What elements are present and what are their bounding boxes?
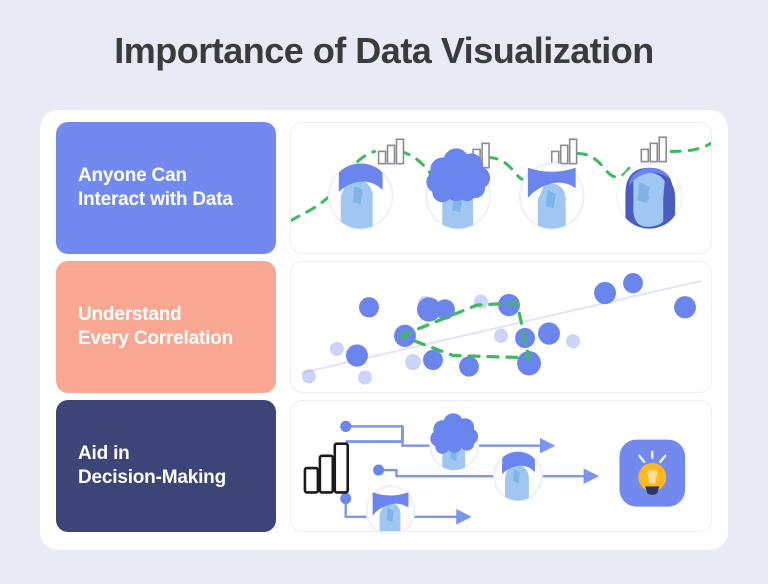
lightbulb-icon	[638, 450, 667, 495]
front-face-avatar	[616, 162, 683, 230]
bar-chart-icon	[377, 138, 405, 165]
scatter-plot-svg	[300, 272, 702, 385]
illustration-scatter-plot	[290, 261, 712, 393]
flow-origin-dot	[340, 420, 352, 432]
scatter-point	[594, 281, 616, 305]
people-network-svg	[291, 136, 711, 230]
flow-lines	[344, 425, 600, 525]
scatter-point	[329, 341, 344, 357]
scatter-points-group	[301, 272, 696, 385]
bar-chart-icon	[550, 138, 578, 165]
label-card-text: Anyone Can Interact with Data	[78, 164, 233, 210]
row-understand-correlation: Understand Every Correlation	[56, 261, 712, 393]
bowl-cut-avatar	[493, 450, 543, 502]
scatter-point	[517, 351, 541, 376]
scatter-point	[566, 334, 580, 349]
scatter-point	[359, 297, 379, 318]
label-card-anyone-can-interact[interactable]: Anyone Can Interact with Data	[56, 122, 276, 254]
curly-hair-shape	[426, 148, 491, 203]
row-anyone-can-interact: Anyone Can Interact with Data	[56, 122, 712, 254]
label-card-understand-correlation[interactable]: Understand Every Correlation	[56, 261, 276, 393]
label-card-text: Aid in Decision-Making	[78, 442, 226, 488]
scatter-point	[405, 353, 421, 371]
scatter-point	[459, 356, 479, 377]
scatter-point	[498, 293, 520, 317]
flat-top-avatar	[518, 162, 585, 230]
scatter-point	[538, 322, 560, 345]
scatter-point	[423, 349, 443, 371]
page-title: Importance of Data Visualization	[114, 30, 654, 71]
flat-top-hair-shape	[527, 167, 576, 199]
curly-hair-avatar	[429, 413, 480, 472]
row-aid-decision-making: Aid in Decision-Making	[56, 400, 712, 532]
bowl-cut-avatar	[327, 162, 394, 230]
scatter-annotation-path	[399, 301, 531, 360]
bar-chart-icon	[640, 136, 668, 163]
scatter-point	[674, 296, 696, 319]
label-card-aid-decision-making[interactable]: Aid in Decision-Making	[56, 400, 276, 532]
illustration-decision-flow	[290, 400, 712, 532]
flow-origin-dot	[340, 492, 352, 505]
scatter-point	[417, 297, 441, 322]
curly-hair-avatar	[425, 148, 492, 230]
decision-flow-svg	[303, 413, 686, 531]
bar-chart-icon	[303, 442, 350, 494]
lightbulb-tile[interactable]	[619, 439, 686, 507]
flat-top-hair-shape	[372, 492, 409, 516]
label-card-text: Understand Every Correlation	[78, 303, 233, 349]
scatter-point	[623, 272, 643, 294]
illustration-people-network	[290, 122, 712, 254]
scatter-point	[435, 299, 455, 320]
scatter-point	[358, 370, 372, 385]
content-board: Anyone Can Interact with Data	[40, 110, 728, 550]
scatter-point	[346, 344, 368, 367]
flat-top-avatar	[365, 485, 416, 531]
scatter-point	[301, 369, 316, 384]
flow-origin-dot	[373, 464, 385, 476]
scatter-point	[494, 328, 508, 343]
